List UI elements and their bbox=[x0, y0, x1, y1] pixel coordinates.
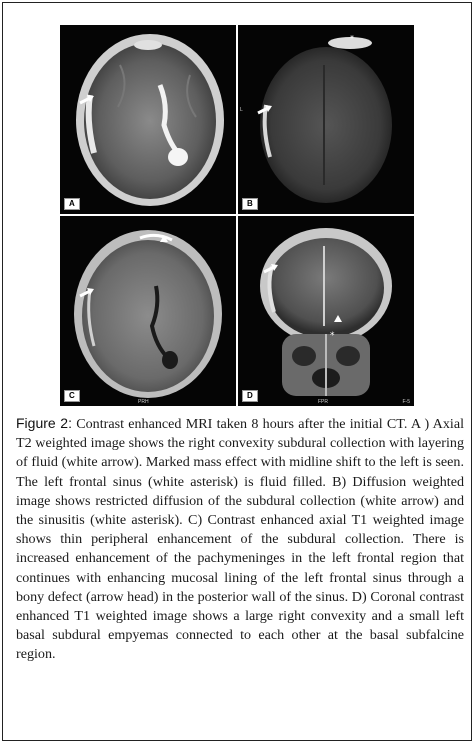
marker-c-prh: PRH bbox=[138, 399, 149, 405]
svg-text:*: * bbox=[350, 34, 354, 43]
figure-caption: Figure 2: Contrast enhanced MRI taken 8 … bbox=[16, 414, 464, 665]
marker-d-fpr: FPR bbox=[318, 399, 328, 405]
panel-label-a: A bbox=[64, 198, 80, 210]
marker-b-l: L bbox=[240, 107, 243, 113]
mri-image-d: * bbox=[260, 228, 392, 396]
panel-label-d: D bbox=[242, 390, 258, 402]
marker-d-f5: F-5 bbox=[402, 399, 411, 405]
mri-image-b: * bbox=[257, 34, 392, 203]
mri-image-c bbox=[74, 230, 222, 398]
mri-panel-c: PRH C bbox=[60, 216, 236, 406]
mri-panel-b: * L B bbox=[238, 25, 414, 214]
panel-label-b: B bbox=[242, 198, 258, 210]
mri-image-a bbox=[76, 34, 224, 206]
mri-panel-d: * FPR F-5 D bbox=[238, 216, 414, 406]
mri-panel-a: A bbox=[60, 25, 236, 214]
panel-label-c: C bbox=[64, 390, 80, 402]
svg-text:*: * bbox=[330, 331, 335, 341]
figure-frame: A * L B bbox=[2, 2, 472, 741]
caption-figure-label: Figure 2: bbox=[16, 415, 72, 431]
caption-text: Contrast enhanced MRI taken 8 hours afte… bbox=[16, 416, 464, 663]
